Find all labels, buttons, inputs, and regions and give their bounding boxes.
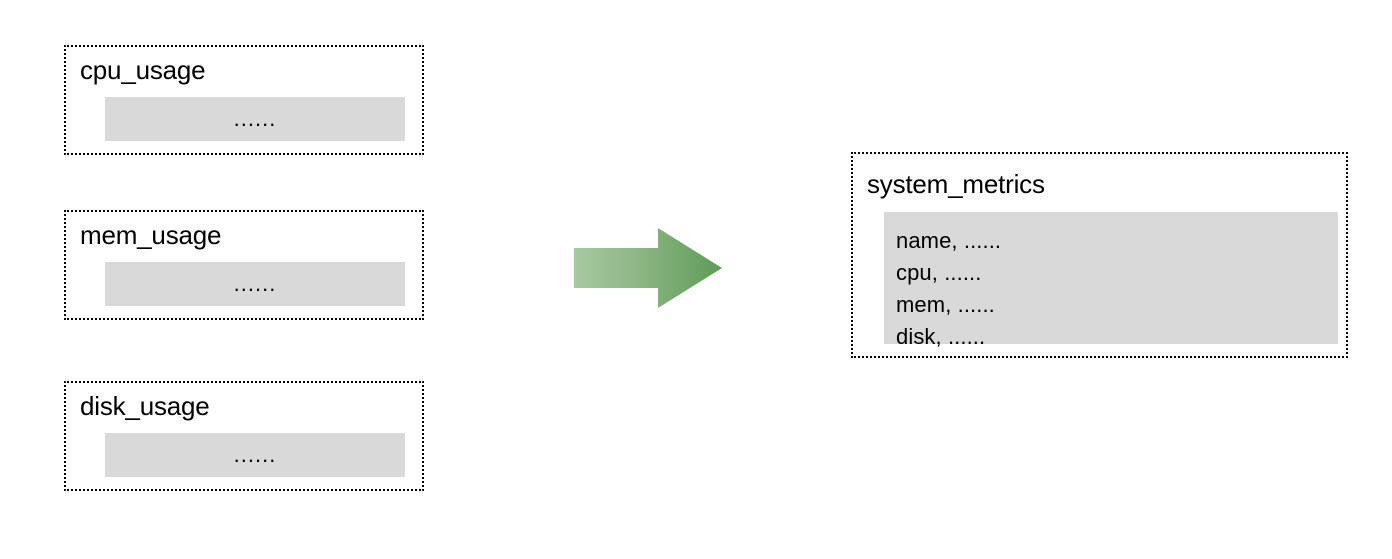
- source-body-disk-usage: ......: [105, 433, 405, 477]
- source-body-ellipsis-cpu-usage: ......: [233, 106, 277, 131]
- source-title-disk-usage: disk_usage: [80, 391, 210, 421]
- source-title-mem-usage: mem_usage: [80, 220, 222, 250]
- source-body-ellipsis-mem-usage: ......: [233, 271, 277, 296]
- target-line-disk: disk, ......: [896, 324, 986, 349]
- target-body: name, ...... cpu, ...... mem, ...... dis…: [884, 212, 1338, 348]
- flow-arrow: [572, 226, 724, 310]
- source-body-mem-usage: ......: [105, 262, 405, 306]
- source-box-mem-usage[interactable]: mem_usage ......: [64, 210, 424, 320]
- target-line-cpu: cpu, ......: [896, 260, 982, 285]
- target-line-mem: mem, ......: [896, 292, 995, 317]
- source-title-cpu-usage: cpu_usage: [80, 55, 206, 85]
- target-line-name: name, ......: [896, 228, 1002, 253]
- source-body-ellipsis-disk-usage: ......: [233, 442, 277, 467]
- source-box-cpu-usage[interactable]: cpu_usage ......: [64, 45, 424, 155]
- source-body-cpu-usage: ......: [105, 97, 405, 141]
- target-title: system_metrics: [867, 169, 1045, 199]
- source-box-disk-usage[interactable]: disk_usage ......: [64, 381, 424, 491]
- right-arrow-icon: [574, 228, 722, 308]
- target-box-system-metrics[interactable]: system_metrics name, ...... cpu, ...... …: [851, 152, 1348, 358]
